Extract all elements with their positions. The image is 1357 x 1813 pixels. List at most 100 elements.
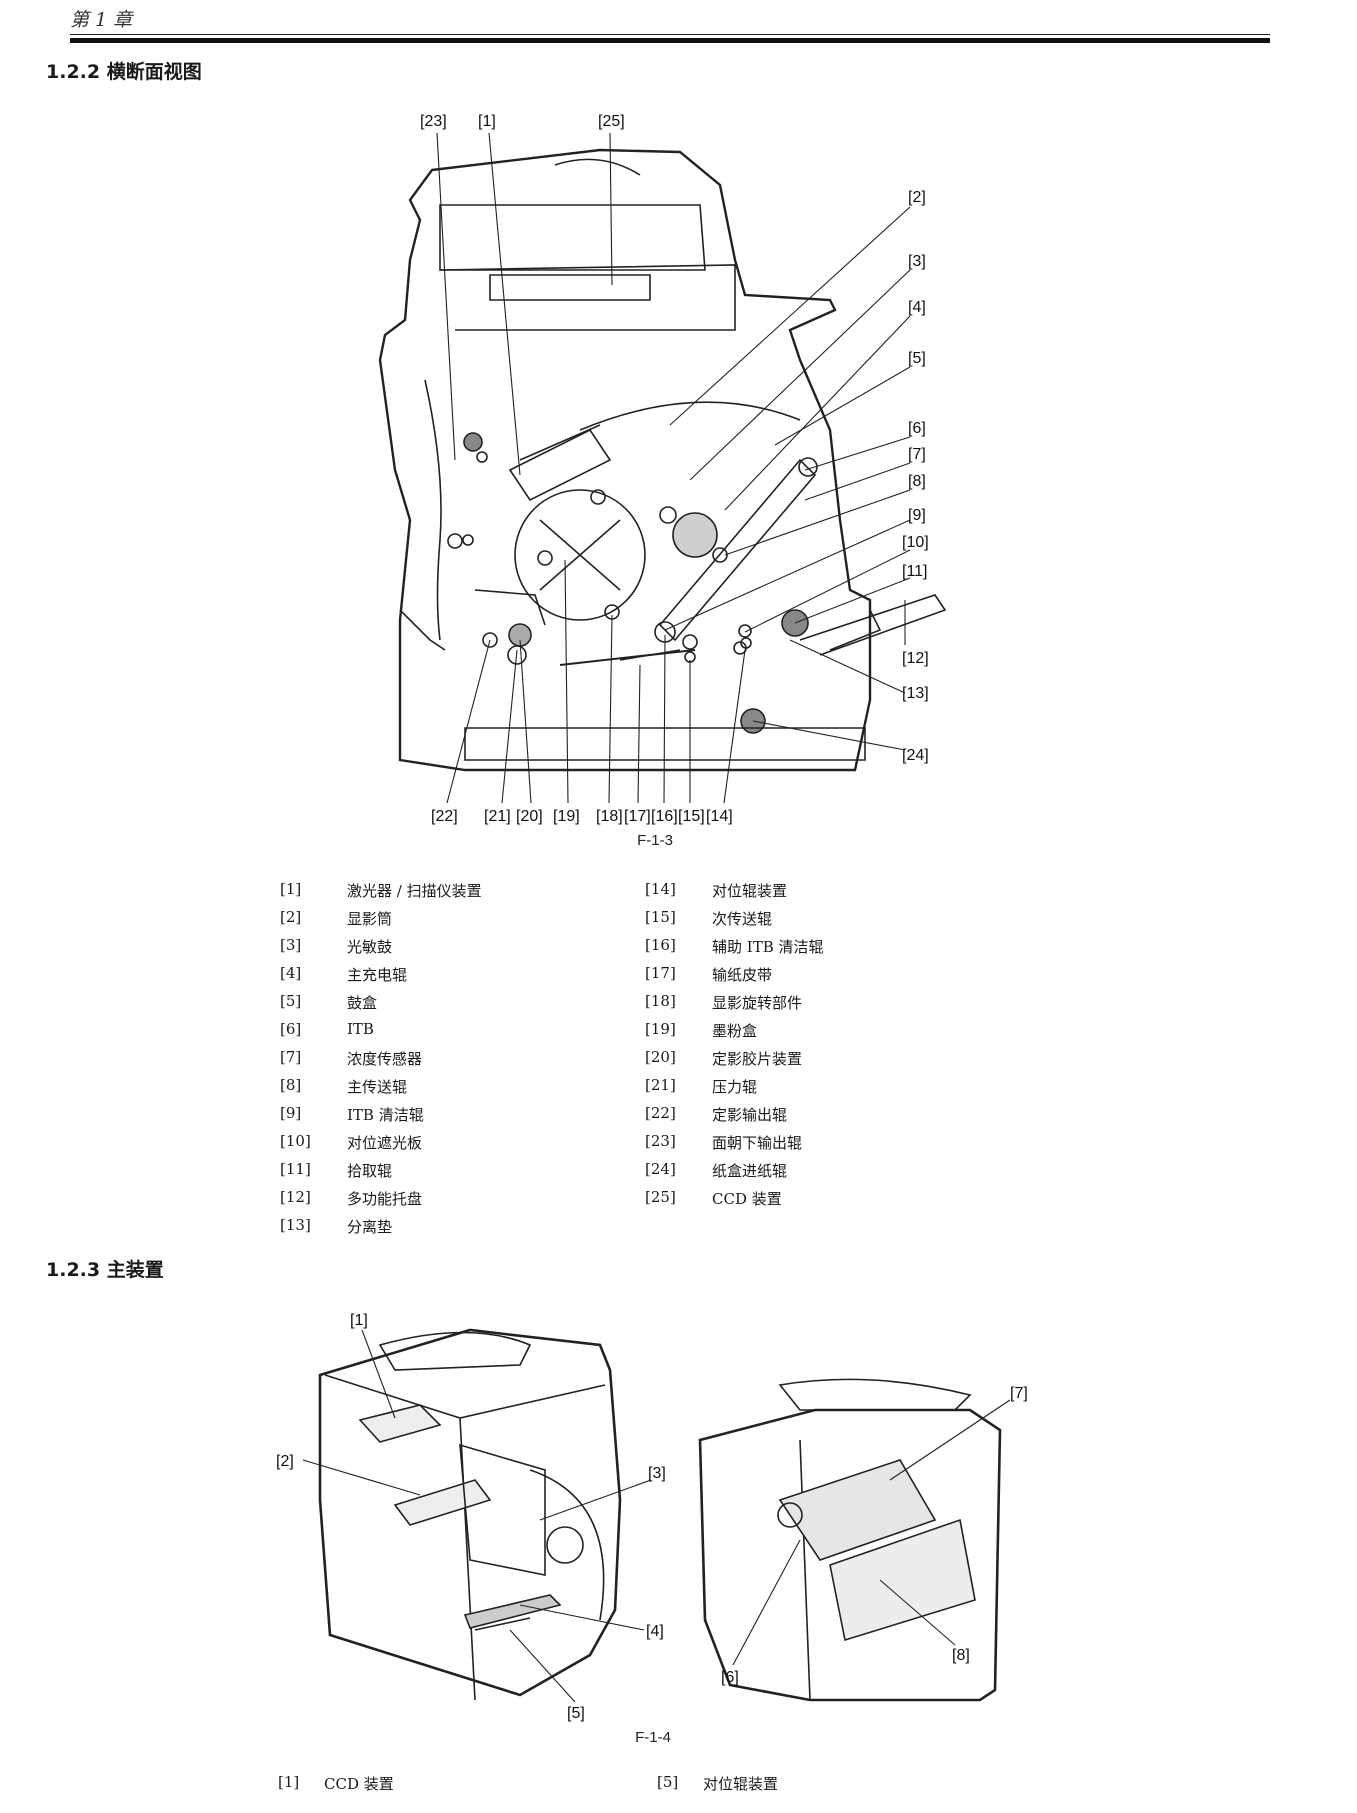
cross-section-figure: [23] [1] [25] [2] [3] [4] [5] [6] [7] [8… (0, 0, 1357, 834)
callout-16: [16] (651, 808, 678, 825)
legend-number: [10] (280, 1132, 311, 1150)
legend-number: [14] (645, 880, 676, 898)
callout-2: [2] (908, 189, 926, 206)
legend-text: 辅助 ITB 清洁辊 (712, 938, 824, 956)
callout-24: [24] (902, 747, 929, 764)
callout-23: [23] (420, 113, 447, 130)
header-rule-thick (70, 38, 1270, 43)
legend-text: 激光器 / 扫描仪装置 (347, 882, 482, 900)
legend-number: [16] (645, 936, 676, 954)
legend-text: 面朝下输出辊 (712, 1134, 803, 1152)
legend-number: [25] (645, 1188, 676, 1206)
legend-number: [22] (645, 1104, 676, 1122)
legend-text: 鼓盒 (347, 994, 378, 1012)
legend-text: CCD 装置 (712, 1190, 782, 1208)
legend-text: 拾取辊 (347, 1162, 393, 1180)
callout-15: [15] (678, 808, 705, 825)
legend-text: ITB 清洁辊 (347, 1106, 424, 1124)
callout-22: [22] (431, 808, 458, 825)
legend-text: 输纸皮带 (712, 966, 773, 984)
main-callout-5: [5] (567, 1705, 585, 1722)
legend-text: 次传送辊 (712, 910, 773, 928)
callout-11: [11] (902, 563, 928, 580)
legend-text: 定影输出辊 (712, 1106, 788, 1124)
legend-number: [12] (280, 1188, 311, 1206)
callout-13: [13] (902, 685, 929, 702)
callout-4: [4] (908, 299, 926, 316)
legend-number: [11] (280, 1160, 311, 1178)
legend-number: [6] (280, 1020, 302, 1038)
cross-section-drawing: [23] [1] [25] [2] [3] [4] [5] [6] [7] [8… (378, 113, 947, 825)
callout-3: [3] (908, 253, 926, 270)
legend-text: ITB (347, 1020, 374, 1038)
legend-text: 纸盒进纸辊 (712, 1162, 788, 1180)
legend-number: [8] (280, 1076, 302, 1094)
legend-text: 主充电辊 (347, 966, 408, 984)
chapter-heading: 第 1 章 (70, 9, 133, 31)
legend-text: 对位辊装置 (712, 882, 788, 900)
main-callout-8: [8] (952, 1647, 970, 1664)
main-callout-6: [6] (721, 1669, 739, 1686)
legend-text: 对位遮光板 (347, 1134, 423, 1152)
callout-20: [20] (516, 808, 543, 825)
legend-text: 显影筒 (347, 910, 393, 928)
legend-text: 显影旋转部件 (712, 994, 803, 1012)
legend-number: [24] (645, 1160, 676, 1178)
legend-number: [5] (280, 992, 302, 1010)
main-callout-7: [7] (1010, 1385, 1028, 1402)
callout-21: [21] (484, 808, 511, 825)
callout-9: [9] (908, 507, 926, 524)
legend-text: 分离垫 (347, 1218, 393, 1236)
legend-text: 墨粉盒 (712, 1022, 758, 1040)
callout-5: [5] (908, 350, 926, 367)
legend-number: [9] (280, 1104, 302, 1122)
callout-14: [14] (706, 808, 733, 825)
legend-number: [17] (645, 964, 676, 982)
legend-text: 定影胶片装置 (712, 1050, 803, 1068)
main-unit-callouts: [1] [2] [3] [4] [5] [6] [7] [8] (276, 1312, 1028, 1722)
callout-25: [25] (598, 113, 625, 130)
legend-text: 对位辊装置 (703, 1775, 779, 1793)
legend-number: [15] (645, 908, 676, 926)
legend-text: CCD 装置 (324, 1775, 394, 1793)
figure-caption-f-1-4: F-1-4 (635, 1729, 671, 1746)
legend-text: 压力辊 (712, 1078, 758, 1096)
callout-7: [7] (908, 446, 926, 463)
legend-number: [4] (280, 964, 302, 982)
legend-number: [2] (280, 908, 302, 926)
legend-number: [21] (645, 1076, 676, 1094)
header-rule-thin (70, 34, 1270, 35)
legend-text: 多功能托盘 (347, 1190, 423, 1208)
section-title-main-unit: 1.2.3 主装置 (46, 1259, 164, 1281)
main-callout-1: [1] (350, 1312, 368, 1329)
callout-12: [12] (902, 650, 929, 667)
legend-number: [20] (645, 1048, 676, 1066)
cross-section-callouts: [23] [1] [25] [2] [3] [4] [5] [6] [7] [8… (420, 113, 929, 825)
callout-18: [18] (596, 808, 623, 825)
callout-19: [19] (553, 808, 580, 825)
legend-text: 光敏鼓 (347, 938, 393, 956)
legend-number: [1] (278, 1773, 300, 1791)
legend-number: [13] (280, 1216, 311, 1234)
legend-number: [19] (645, 1020, 676, 1038)
section-title-cross-section: 1.2.2 横断面视图 (46, 61, 202, 83)
figure-caption-f-1-3: F-1-3 (637, 832, 673, 849)
main-callout-2: [2] (276, 1453, 294, 1470)
main-callout-4: [4] (646, 1623, 664, 1640)
callout-1: [1] (478, 113, 496, 130)
legend-number: [18] (645, 992, 676, 1010)
legend-number: [5] (657, 1773, 679, 1791)
legend-number: [3] (280, 936, 302, 954)
callout-17: [17] (624, 808, 651, 825)
callout-6: [6] (908, 420, 926, 437)
legend-text: 主传送辊 (347, 1078, 408, 1096)
callout-10: [10] (902, 534, 929, 551)
legend-text: 浓度传感器 (347, 1050, 423, 1068)
legend-number: [23] (645, 1132, 676, 1150)
legend-number: [1] (280, 880, 302, 898)
main-callout-3: [3] (648, 1465, 666, 1482)
legend-number: [7] (280, 1048, 302, 1066)
callout-8: [8] (908, 473, 926, 490)
